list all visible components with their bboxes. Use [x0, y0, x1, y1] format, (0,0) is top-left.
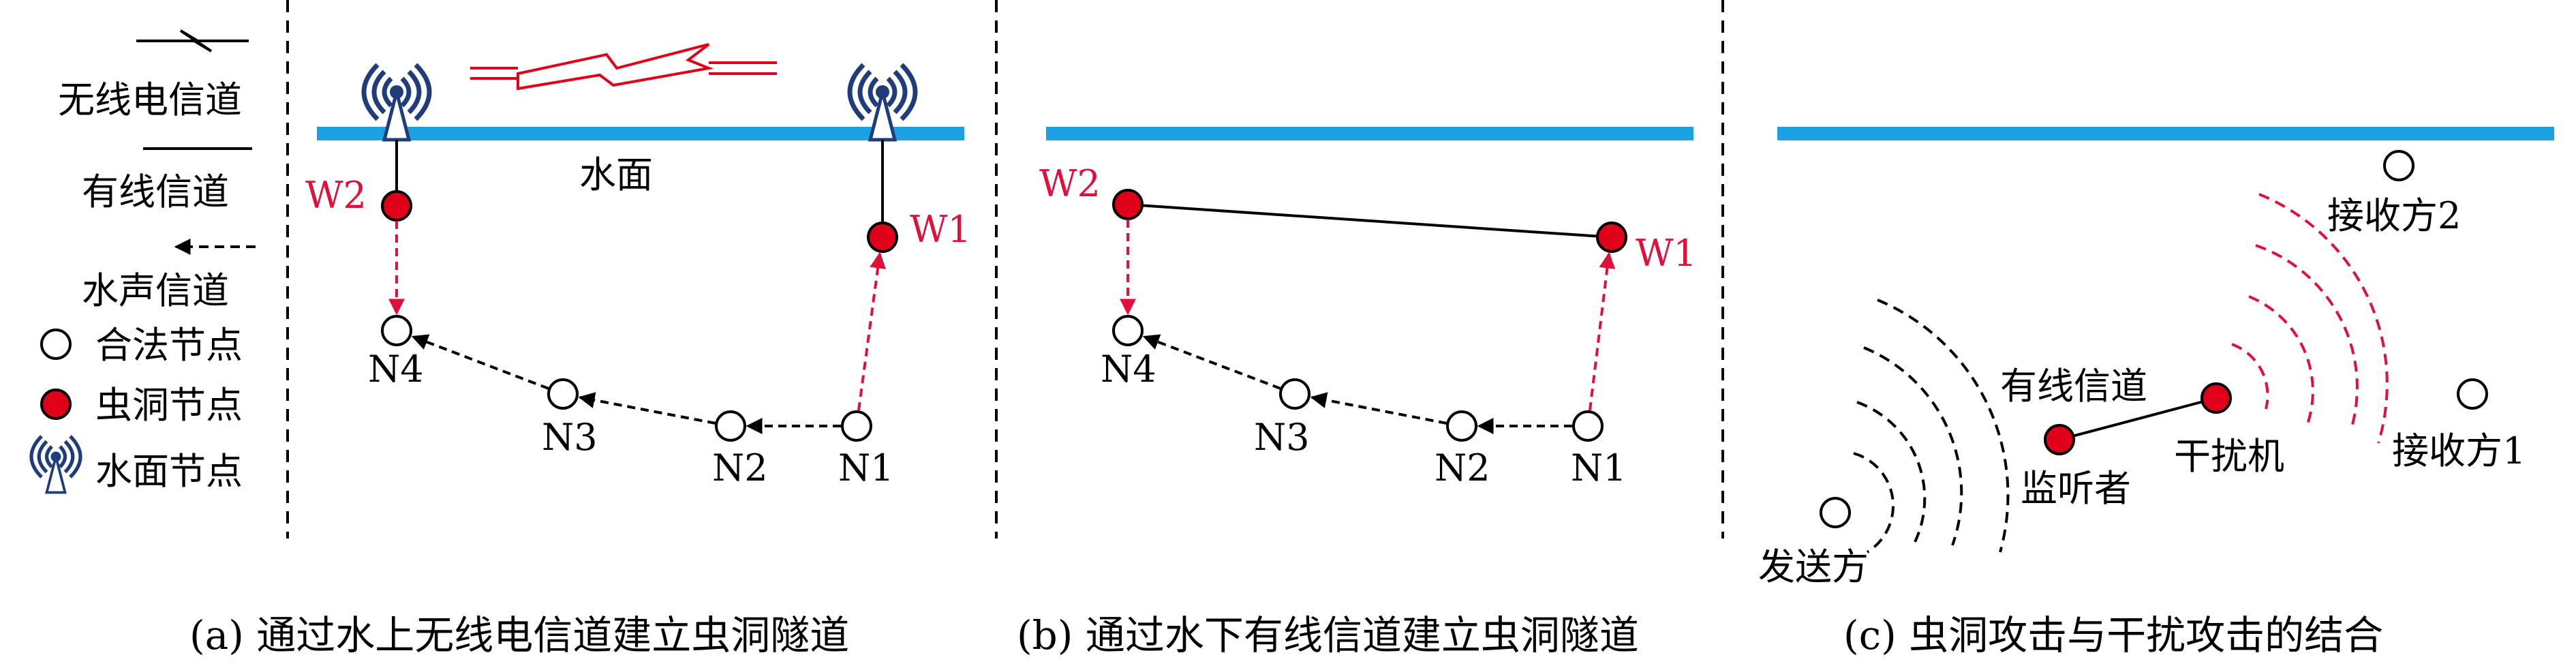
caption-a: (a) 通过水上无线电信道建立虫洞隧道 — [189, 612, 849, 658]
panel-c: 有线信道 干扰机 监听者 发送方 接收方1 接收方2 (c) 虫洞攻击与干扰攻击… — [1758, 127, 2554, 658]
label-n4: N4 — [368, 348, 424, 391]
node-n1 — [841, 410, 872, 442]
node-n3 — [547, 378, 579, 410]
node-w1 — [867, 222, 898, 253]
label-receiver1: 接收方1 — [2392, 429, 2526, 472]
radio-link — [470, 43, 777, 91]
legend-wormhole-label: 虫洞节点 — [95, 384, 243, 427]
link-n2-n3 — [578, 392, 716, 425]
node-w2 — [381, 190, 412, 222]
label-w2: W2 — [1039, 162, 1101, 205]
link-n1-w1 — [1589, 252, 1616, 411]
legend-surface-label: 水面节点 — [95, 450, 243, 493]
caption-c: (c) 虫洞攻击与干扰攻击的结合 — [1843, 612, 2383, 658]
jamming-waves — [2231, 193, 2389, 444]
caption-b: (b) 通过水下有线信道建立虫洞隧道 — [1017, 612, 1639, 658]
node-n4 — [1112, 315, 1144, 346]
node-w2 — [1112, 189, 1144, 220]
legend: 无线电信道 有线信道 水声信道 合法节点 虫洞节点 水面节点 — [31, 29, 256, 493]
node-n2 — [1446, 410, 1477, 442]
label-n2: N2 — [712, 446, 768, 489]
node-receiver2 — [2383, 150, 2414, 181]
legend-radio-label: 无线电信道 — [58, 78, 242, 121]
node-n1 — [1572, 410, 1604, 442]
label-n4: N4 — [1101, 348, 1156, 391]
node-n4 — [381, 315, 412, 346]
node-n2 — [715, 410, 746, 442]
label-n3: N3 — [542, 416, 598, 459]
link-n3-n4 — [411, 334, 549, 390]
label-jammer: 干扰机 — [2174, 435, 2284, 478]
wormhole-node-symbol — [40, 389, 72, 420]
water-surface-b — [1046, 127, 1693, 140]
panel-b: W2 W1 N4 N3 N2 N1 (b) 通过水下有线信道建立虫洞隧道 — [1017, 127, 1697, 658]
sender-signal-waves — [1853, 299, 2010, 553]
node-jammer — [2201, 382, 2232, 414]
wired-link-listener-jammer — [2059, 397, 2217, 441]
label-n2: N2 — [1435, 446, 1490, 489]
legit-node-symbol — [40, 329, 72, 360]
label-sender: 发送方 — [1758, 545, 1869, 588]
panel-a: 水面 W2 W1 N4 N3 N2 N1 — [189, 43, 971, 658]
label-wired-channel: 有线信道 — [2000, 365, 2147, 408]
wired-link-w2-w1 — [1127, 203, 1612, 239]
label-n1: N1 — [838, 446, 894, 489]
link-n3-n4 — [1142, 334, 1281, 390]
radio-channel-symbol — [136, 29, 249, 52]
label-n3: N3 — [1254, 416, 1310, 459]
legend-acoustic-label: 水声信道 — [82, 269, 229, 312]
link-n2-n3 — [1310, 392, 1447, 425]
label-w1: W1 — [1636, 232, 1697, 275]
label-w1: W1 — [910, 208, 971, 251]
water-surface-c — [1777, 127, 2554, 140]
link-n1-w1 — [857, 252, 887, 411]
label-listener: 监听者 — [2021, 467, 2131, 510]
legend-legit-label: 合法节点 — [95, 324, 243, 367]
node-n3 — [1279, 378, 1310, 410]
node-listener — [2044, 424, 2075, 455]
node-receiver1 — [2457, 378, 2488, 410]
label-n1: N1 — [1571, 446, 1627, 489]
water-surface-label: 水面 — [579, 153, 653, 196]
water-surface-a — [317, 127, 964, 140]
legend-wired-label: 有线信道 — [82, 170, 229, 213]
label-w2: W2 — [305, 174, 367, 217]
node-sender — [1820, 497, 1851, 528]
label-receiver2: 接收方2 — [2327, 194, 2461, 237]
antenna-icon — [31, 436, 80, 493]
node-w1 — [1596, 222, 1627, 253]
